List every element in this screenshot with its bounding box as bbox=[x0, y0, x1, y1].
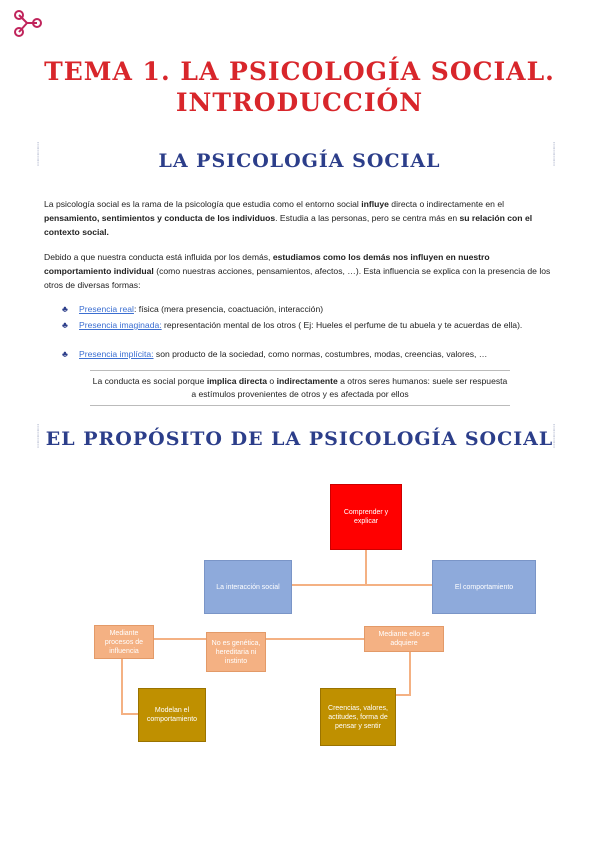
diagram-connectors bbox=[121, 549, 432, 715]
clover-bullet-icon: ♣ bbox=[62, 320, 68, 330]
diagram-box-comportamiento: El comportamiento bbox=[432, 560, 536, 614]
list-item: ♣ Presencia implícita: son producto de l… bbox=[62, 348, 556, 361]
diagram-box-creencias: Creencias, valores, actitudes, forma de … bbox=[320, 688, 396, 746]
page-title: TEMA 1. LA PSICOLOGÍA SOCIAL. INTRODUCCI… bbox=[0, 56, 599, 118]
diagram-box-procesos-influencia: Mediante procesos de influencia bbox=[94, 625, 154, 659]
list-item-text: : física (mera presencia, coactuación, i… bbox=[133, 304, 324, 314]
section-heading-proposito: EL PROPÓSITO DE LA PSICOLOGÍA SOCIAL bbox=[45, 428, 554, 450]
clover-bullet-icon: ♣ bbox=[62, 349, 68, 359]
section-heading-psicologia-social: LA PSICOLOGÍA SOCIAL bbox=[158, 150, 441, 172]
dotted-bracket-icon: ⁝⁝⁝⁝ bbox=[36, 140, 40, 168]
list-item-text: representación mental de los otros ( Ej:… bbox=[161, 320, 523, 330]
list-item: ♣ Presencia imaginada: representación me… bbox=[62, 319, 556, 332]
dotted-bracket-icon: ⁝⁝⁝⁝ bbox=[552, 422, 556, 450]
diagram-box-no-genetica: No es genética, hereditaria ni instinto bbox=[206, 632, 266, 672]
link-presencia-imaginada[interactable]: Presencia imaginada: bbox=[79, 320, 162, 330]
list-item-text: son producto de la sociedad, como normas… bbox=[153, 349, 488, 359]
clover-bullet-icon: ♣ bbox=[62, 304, 68, 314]
link-presencia-real[interactable]: Presencia real bbox=[79, 304, 134, 314]
diagram-box-interaccion: La interacción social bbox=[204, 560, 292, 614]
dotted-bracket-icon: ⁝⁝⁝⁝ bbox=[552, 140, 556, 168]
list-item: ♣ Presencia real: física (mera presencia… bbox=[62, 303, 556, 316]
diagram-box-comprender: Comprender y explicar bbox=[330, 484, 402, 550]
triple-circle-logo-icon bbox=[14, 10, 42, 37]
highlight-quote: La conducta es social porque implica dir… bbox=[90, 370, 510, 406]
paragraph-influence: Debido a que nuestra conducta está influ… bbox=[44, 252, 551, 290]
link-presencia-implicita[interactable]: Presencia implícita: bbox=[79, 349, 154, 359]
diagram-box-se-adquiere: Mediante ello se adquiere bbox=[364, 626, 444, 652]
dotted-bracket-icon: ⁝⁝⁝⁝ bbox=[36, 422, 40, 450]
page-title-line1: TEMA 1. LA PSICOLOGÍA SOCIAL. bbox=[44, 57, 555, 86]
page-title-line2: INTRODUCCIÓN bbox=[175, 88, 424, 117]
paragraph-definition: La psicología social es la rama de la ps… bbox=[44, 199, 533, 237]
diagram-box-modelan: Modelan el comportamiento bbox=[138, 688, 206, 742]
